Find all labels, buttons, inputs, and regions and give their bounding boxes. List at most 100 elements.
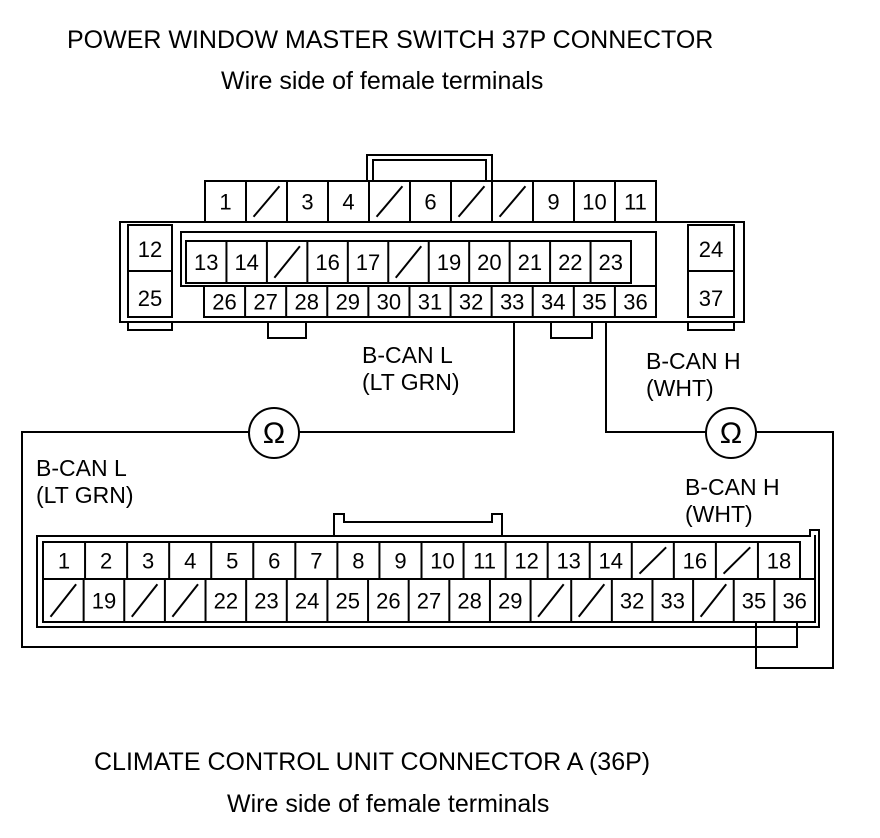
bottom-row2-terminal: 36 <box>782 589 806 614</box>
top-connector-body <box>119 154 745 339</box>
top-row1-terminal: 10 <box>582 190 606 215</box>
top-row1-terminal: 11 <box>624 190 647 215</box>
bcan-l-wire-left <box>21 431 798 648</box>
bottom-row2-terminal: 35 <box>742 589 766 614</box>
top-row1-empty-cavity <box>252 185 281 218</box>
ohmmeter-left <box>248 407 300 459</box>
bottom-row2-empty-cavity <box>699 583 728 618</box>
bcan-h-bottom-label-1: B-CAN H <box>685 474 780 500</box>
bottom-row1-terminal: 3 <box>142 549 154 574</box>
ohmmeter-right <box>705 407 757 459</box>
top-row2-terminal: 21 <box>518 250 542 275</box>
top-connector-subtitle: Wire side of female terminals <box>221 67 544 95</box>
bottom-row2-terminal: 26 <box>376 589 400 614</box>
top-connector-title: POWER WINDOW MASTER SWITCH 37P CONNECTOR <box>67 26 714 54</box>
bcan-l-top-label-1: B-CAN L <box>362 342 453 368</box>
top-row2-terminal: 17 <box>356 250 380 275</box>
top-row2-terminal: 19 <box>437 250 461 275</box>
top-row3-terminal: 34 <box>541 290 565 315</box>
top-row3-cells: 26 27 28 29 30 31 32 33 34 35 36 <box>212 285 648 318</box>
bottom-row2-terminal: 24 <box>295 589 319 614</box>
top-row3-terminal: 30 <box>377 290 401 315</box>
bottom-row1-terminal: 6 <box>268 549 280 574</box>
bottom-row2-empty-cavity <box>577 583 606 618</box>
bottom-row1-terminal: 13 <box>556 549 580 574</box>
top-row2-terminal: 16 <box>315 250 339 275</box>
bottom-row2-empty-cavity <box>130 583 159 618</box>
top-row3-terminal: 26 <box>212 290 236 315</box>
top-row1-terminal: 1 <box>219 190 231 215</box>
bottom-row2-terminal: 28 <box>457 589 481 614</box>
top-row1-terminal: 6 <box>424 190 436 215</box>
bottom-row2-empty-cavity <box>171 583 199 618</box>
bcan-h-top-label-1: B-CAN H <box>646 348 741 374</box>
top-row2-empty-cavity <box>394 245 423 279</box>
bottom-row1-terminal: 8 <box>352 549 364 574</box>
top-row1-empty-cavity <box>498 185 527 218</box>
ohm-symbol-right: Ω <box>720 417 742 450</box>
bottom-row1-terminal: 10 <box>430 549 454 574</box>
top-row1-empty-cavity <box>457 185 486 218</box>
top-row2-frame <box>185 240 632 284</box>
bottom-row1-terminal: 12 <box>514 549 538 574</box>
top-row3-terminal: 31 <box>418 290 442 315</box>
top-row3-terminal: 28 <box>294 290 318 315</box>
top-row3-terminal: 33 <box>500 290 524 315</box>
bottom-row1-terminal: 4 <box>184 549 196 574</box>
bcan-h-wire-right <box>755 431 834 669</box>
top-terminal-24: 24 <box>699 237 723 262</box>
top-row1-terminal: 4 <box>342 190 354 215</box>
bottom-row1-terminal: 9 <box>394 549 406 574</box>
top-row2-terminal: 13 <box>194 250 218 275</box>
bottom-row1-terminal: 1 <box>58 549 70 574</box>
top-row2-cells: 13 14 16 17 19 20 21 22 23 <box>185 240 657 287</box>
bottom-row1-terminal: 14 <box>599 549 623 574</box>
bottom-row1-terminal: 5 <box>226 549 238 574</box>
bcan-l-bottom-label-2: (LT GRN) <box>36 482 134 508</box>
bottom-row1-terminal: 11 <box>473 549 496 574</box>
bottom-row1-empty-cavity <box>722 546 751 575</box>
bottom-connector-subtitle: Wire side of female terminals <box>227 790 550 818</box>
bottom-row2-empty-cavity <box>537 583 565 618</box>
bottom-row2-terminal: 29 <box>498 589 522 614</box>
bottom-row2-terminal: 32 <box>620 589 644 614</box>
top-row3-terminal: 32 <box>459 290 483 315</box>
bottom-row2-terminal: 23 <box>254 589 278 614</box>
top-row3-terminal: 27 <box>253 290 277 315</box>
bcan-l-top-label-2: (LT GRN) <box>362 369 460 395</box>
bottom-row2-empty-cavity <box>49 583 77 618</box>
bottom-connector-body <box>36 513 820 628</box>
top-row1-terminal: 3 <box>301 190 313 215</box>
top-terminal-25: 25 <box>138 286 162 311</box>
bottom-row2-terminal: 19 <box>92 589 116 614</box>
bcan-l-bottom-label-1: B-CAN L <box>36 455 127 481</box>
bcan-h-bottom-label-2: (WHT) <box>685 501 753 527</box>
top-row3-terminal: 29 <box>336 290 360 315</box>
top-row3-terminal: 35 <box>582 290 606 315</box>
bottom-row2-terminal: 25 <box>335 589 359 614</box>
bcan-h-wire <box>605 321 707 433</box>
bcan-h-top-label-2: (WHT) <box>646 375 714 401</box>
top-row1-cells: 1 3 4 6 9 10 11 <box>219 180 647 223</box>
wires <box>21 321 834 669</box>
ohm-symbol-left: Ω <box>263 417 285 450</box>
bottom-row2-terminal: 22 <box>214 589 238 614</box>
bottom-row1-terminal: 18 <box>767 549 791 574</box>
top-terminal-37: 37 <box>699 286 723 311</box>
top-row2-terminal: 14 <box>234 250 258 275</box>
top-row1-terminal: 9 <box>547 190 559 215</box>
top-row2-terminal: 20 <box>477 250 501 275</box>
bcan-l-wire <box>299 321 515 433</box>
bottom-row2-terminal: 33 <box>661 589 685 614</box>
top-terminal-12: 12 <box>138 237 162 262</box>
top-row2-terminal: 22 <box>558 250 582 275</box>
top-row2-terminal: 23 <box>599 250 623 275</box>
top-row2-empty-cavity <box>273 245 301 279</box>
bottom-connector-title: CLIMATE CONTROL UNIT CONNECTOR A (36P) <box>94 748 651 776</box>
top-row1-empty-cavity <box>375 185 404 218</box>
top-row3-terminal: 36 <box>623 290 647 315</box>
bottom-row1-terminal: 7 <box>310 549 322 574</box>
bottom-row1-terminal: 16 <box>683 549 707 574</box>
